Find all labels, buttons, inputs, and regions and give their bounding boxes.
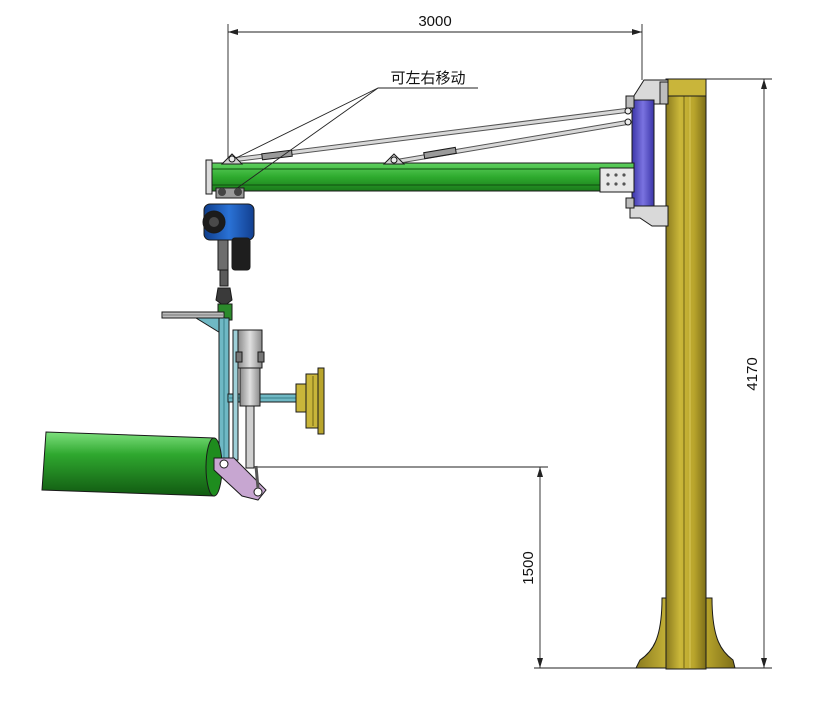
dimension-label-boom-length: 3000	[418, 13, 451, 30]
annotation-label: 可左右移动	[390, 69, 465, 87]
dimension-lift-height: 1500	[256, 466, 720, 669]
slewing-head	[625, 79, 669, 227]
roll-drum	[41, 431, 223, 497]
pneumatic-cylinders	[235, 329, 265, 469]
dimension-column-height: 4170	[705, 78, 772, 669]
clamp-link	[213, 457, 267, 501]
dimension-boom-length: 3000	[227, 13, 643, 178]
clamp-pad	[295, 367, 325, 435]
tie-rods	[220, 107, 632, 165]
dimension-label-column-height: 4170	[744, 357, 761, 390]
manipulator-frame	[161, 303, 309, 461]
annotation-movable: 可左右移动	[225, 69, 478, 197]
column	[635, 78, 736, 670]
boom	[205, 159, 635, 195]
dimension-label-lift-height: 1500	[520, 551, 537, 584]
electric-hoist	[202, 187, 255, 307]
